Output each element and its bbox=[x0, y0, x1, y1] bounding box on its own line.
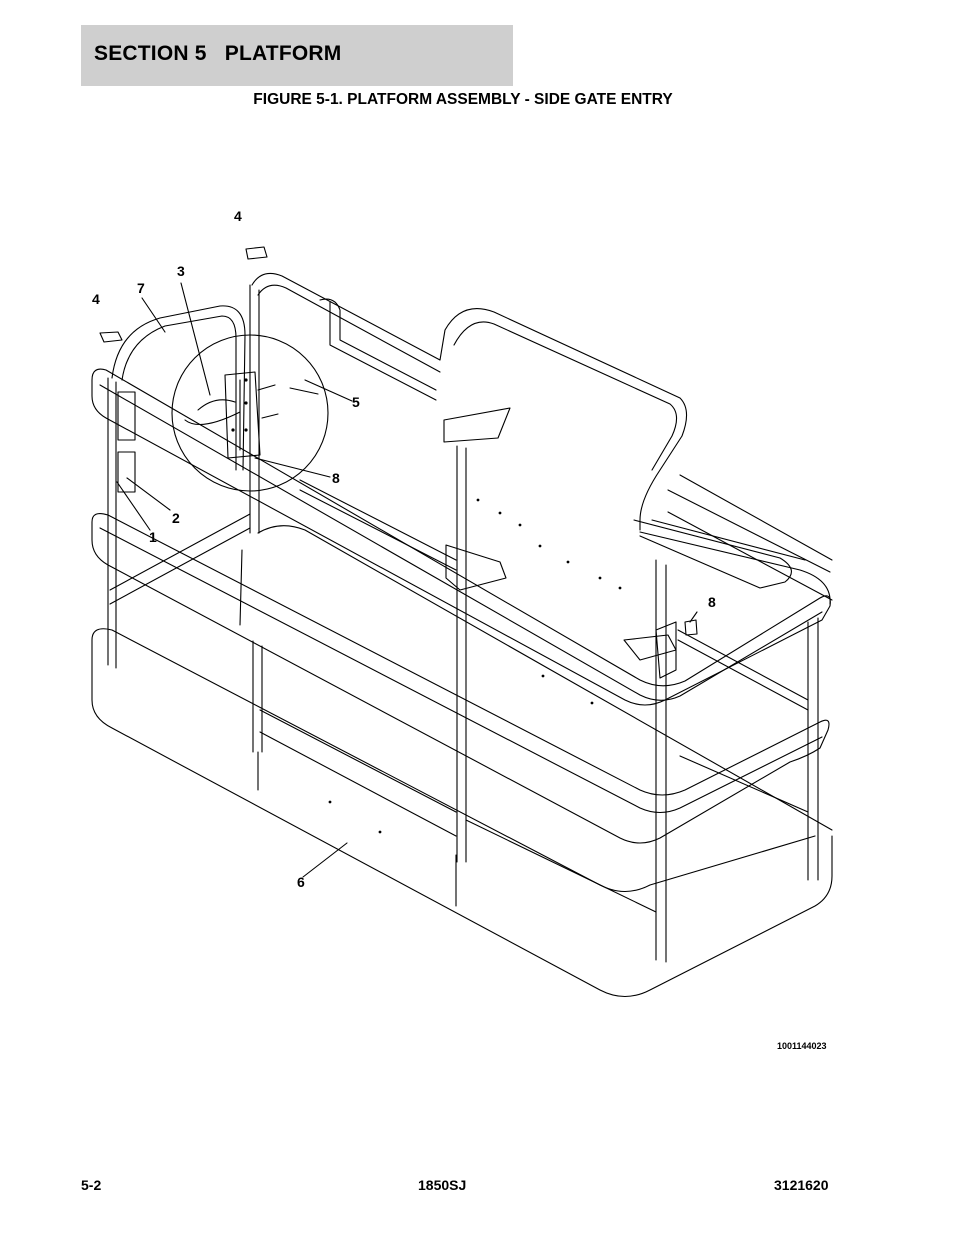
callout-5: 5 bbox=[352, 394, 360, 410]
callout-4-left: 4 bbox=[92, 291, 100, 307]
callout-7: 7 bbox=[137, 280, 145, 296]
footer-model: 1850SJ bbox=[418, 1177, 467, 1193]
callout-3: 3 bbox=[177, 263, 185, 279]
footer-part-number: 3121620 bbox=[774, 1177, 829, 1193]
drawing-number: 1001144023 bbox=[777, 1041, 827, 1051]
callout-6: 6 bbox=[297, 874, 305, 890]
callout-8-detail: 8 bbox=[332, 470, 340, 486]
figure-title: FIGURE 5-1. PLATFORM ASSEMBLY - SIDE GAT… bbox=[253, 91, 673, 108]
callout-4-top: 4 bbox=[234, 208, 242, 224]
callout-8-right: 8 bbox=[708, 594, 716, 610]
callout-1: 1 bbox=[149, 529, 157, 545]
section-header: SECTION 5 PLATFORM bbox=[81, 25, 513, 86]
footer-page-number: 5-2 bbox=[81, 1177, 102, 1193]
section-title: SECTION 5 PLATFORM bbox=[94, 42, 342, 65]
callout-2: 2 bbox=[172, 510, 180, 526]
